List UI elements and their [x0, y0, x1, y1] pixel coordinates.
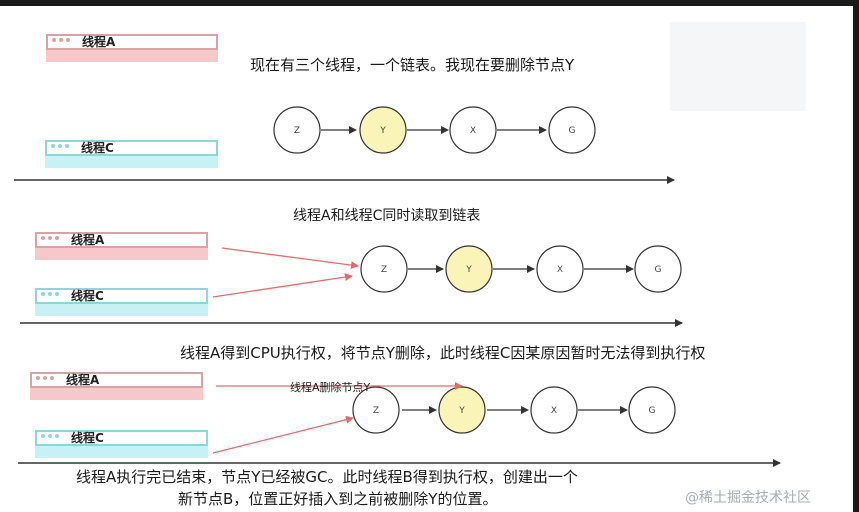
right-border	[853, 0, 859, 512]
node-label: G	[655, 265, 662, 275]
thread-c-box-3: 线程C	[35, 430, 208, 458]
thread-a-label: 线程A	[71, 233, 105, 247]
step3-caption-line1: 线程A执行完已结束，节点Y已经被GC。此时线程B得到执行权，创建出一个	[76, 468, 578, 486]
node-label: Y	[465, 265, 472, 275]
node-z	[360, 245, 408, 293]
thread-c-box-2: 线程C	[35, 288, 208, 316]
node-g	[548, 106, 596, 154]
thread-c-pending-arrow	[212, 415, 354, 454]
thread-c-label: 线程C	[71, 289, 104, 303]
node-g	[628, 386, 676, 434]
window-dots-icon	[36, 376, 60, 382]
window-dots-icon	[51, 144, 75, 150]
node-x	[536, 245, 584, 293]
window-dots-icon	[41, 236, 65, 242]
window-dots-icon	[41, 434, 65, 440]
thread-c-label: 线程C	[81, 141, 114, 155]
node-label: Z	[373, 406, 379, 416]
node-label: Y	[458, 406, 465, 416]
delete-label: 线程A删除节点Y	[290, 380, 371, 394]
thread-a-box-2: 线程A	[35, 232, 208, 260]
thread-a-label: 线程A	[82, 35, 116, 49]
faded-placeholder	[670, 22, 806, 111]
node-y	[359, 106, 407, 154]
node-z	[352, 386, 400, 434]
linked-list-row-2: Z Y X G	[360, 245, 682, 293]
window-dots-icon	[41, 292, 65, 298]
watermark: @稀土掘金技术社区	[685, 490, 811, 506]
node-label: G	[649, 406, 656, 416]
node-label: X	[470, 126, 476, 136]
window-dots-icon	[52, 38, 76, 44]
thread-c-label: 线程C	[71, 431, 104, 445]
node-x	[530, 386, 578, 434]
node-label: X	[551, 406, 557, 416]
node-label: Z	[294, 126, 300, 136]
top-border	[0, 0, 859, 6]
thread-c-box-1: 线程C	[45, 140, 218, 168]
node-x	[449, 106, 497, 154]
thread-c-read-arrow	[212, 273, 353, 298]
step2-caption: 线程A得到CPU执行权，将节点Y删除，此时线程C因某原因暂时无法得到执行权	[180, 344, 706, 362]
node-label: G	[569, 126, 576, 136]
node-label: Z	[381, 265, 387, 275]
thread-a-label: 线程A	[66, 373, 100, 387]
step1-caption: 线程A和线程C同时读取到链表	[293, 208, 481, 224]
node-z	[273, 106, 321, 154]
node-y	[445, 245, 493, 293]
thread-a-box-1: 线程A	[46, 34, 218, 62]
thread-a-box-3: 线程A	[30, 372, 203, 400]
linked-list-row-1: Z Y X G	[273, 106, 596, 154]
thread-a-read-arrow	[221, 247, 359, 270]
node-label: Y	[379, 126, 386, 136]
linked-list-row-3: Z Y X G	[352, 386, 676, 434]
intro-caption: 现在有三个线程，一个链表。我现在要删除节点Y	[250, 56, 575, 74]
step3-caption-line2: 新节点B，位置正好插入到之前被删除Y的位置。	[178, 490, 498, 508]
node-g	[634, 245, 682, 293]
node-label: X	[557, 265, 563, 275]
